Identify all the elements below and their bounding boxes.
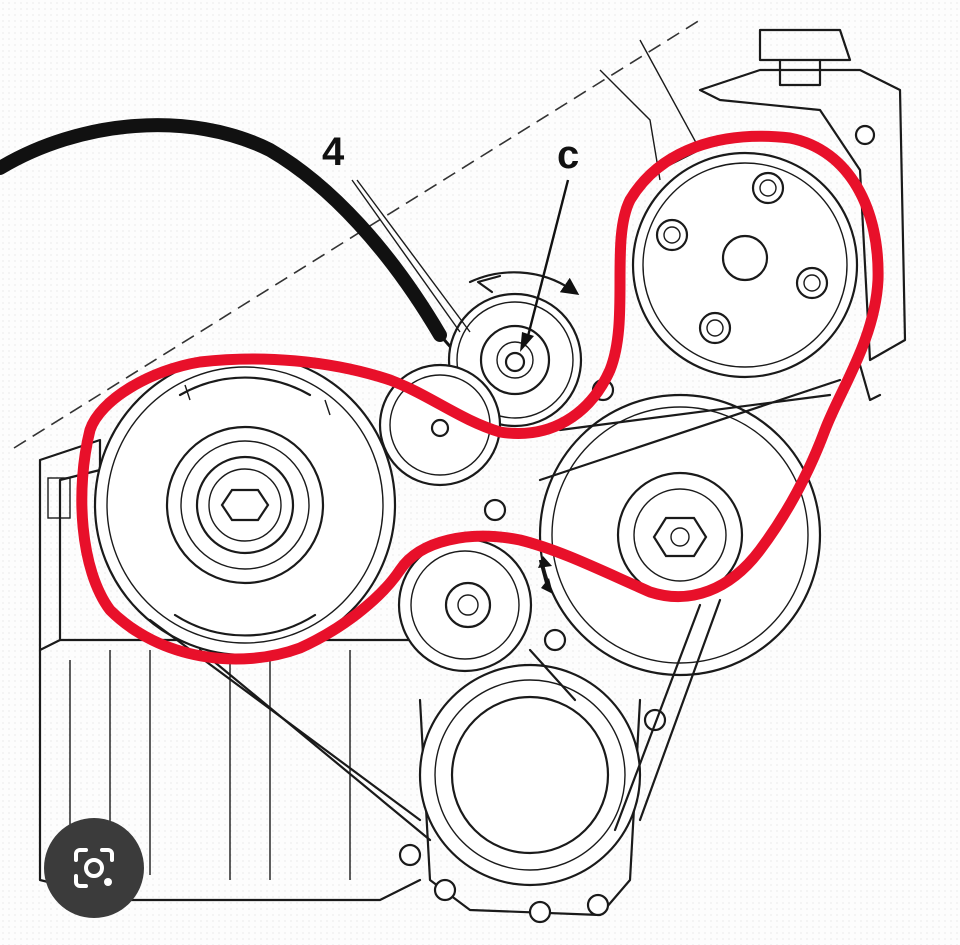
ac-compressor-pulley xyxy=(631,151,859,379)
alternator-pulley xyxy=(538,393,822,677)
lens-search-icon xyxy=(74,848,114,888)
idler-pulley-lower xyxy=(397,537,533,673)
callout-label-c: c xyxy=(557,133,580,177)
idler-pulley-upper xyxy=(378,363,502,487)
crankshaft-pulley xyxy=(93,353,397,657)
callout-label-4: 4 xyxy=(322,130,345,174)
red-belt-highlight xyxy=(76,130,884,665)
leader-line-4b xyxy=(356,179,471,333)
leader-arrow-c xyxy=(525,179,570,341)
arrow-head-c xyxy=(520,332,534,352)
water-pump-pulley xyxy=(398,663,667,924)
lens-search-button[interactable] xyxy=(44,818,144,918)
dashed-reference-line xyxy=(13,19,701,449)
reservoir xyxy=(698,28,907,402)
leader-line-4 xyxy=(351,179,461,333)
hose xyxy=(0,118,447,342)
